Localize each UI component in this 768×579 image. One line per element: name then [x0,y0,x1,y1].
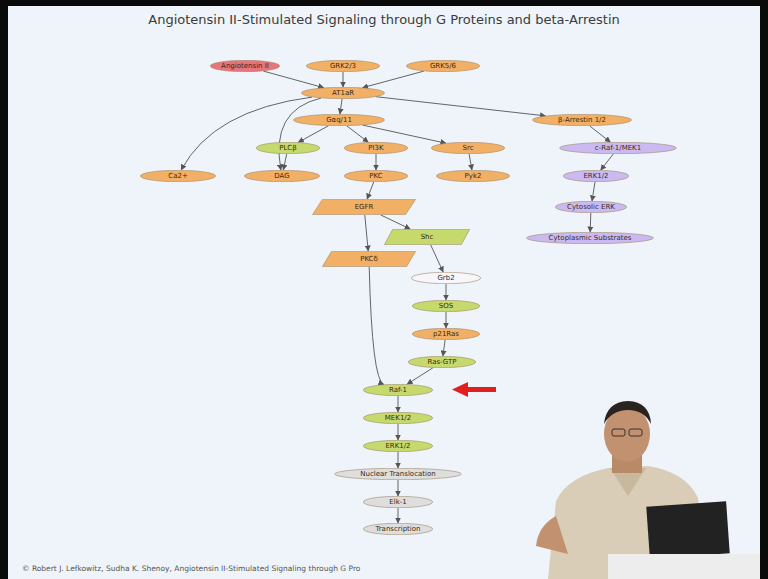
node-label: SOS [439,303,453,310]
node-label: Shc [421,234,434,241]
oval-node: Angiotensin II [210,60,280,72]
pathway-arrow [363,71,424,88]
oval-node: PI3K [344,142,408,154]
pathway-arrow [369,267,384,385]
node-label: β-Arrestin 1/2 [558,117,606,124]
pathway-arrow [590,213,592,232]
oval-node: Src [431,142,505,154]
oval-node: ERK1/2 [563,170,629,182]
pathway-arrow [283,154,286,170]
oval-node: GRK5/6 [406,60,480,72]
pathway-arrow [407,368,433,384]
oval-node: DAG [244,170,320,182]
node-label: Pyk2 [465,173,482,180]
node-label: ERK1/2 [385,443,410,450]
node-label: MEK1/2 [385,415,411,422]
lecturer-figure [536,401,760,579]
pathway-arrow [398,424,399,440]
oval-node: Ras-GTP [408,356,476,368]
node-label: EGFR [355,204,374,211]
node-label: Cytosolic ERK [567,204,615,211]
oval-node: SOS [412,300,480,312]
node-label: Raf-1 [389,387,407,394]
oval-node: Raf-1 [363,384,433,396]
pathway-arrow [298,126,328,143]
node-label: GRK5/6 [430,63,456,70]
oval-node: ERK1/2 [363,440,433,452]
citation-caption: © Robert J. Lefkowitz, Sudha K. Shenoy, … [22,564,360,573]
node-label: p21Ras [433,331,459,338]
node-label: Gαq/11 [326,117,352,124]
pathway-arrow [363,125,446,143]
pathway-arrow [592,182,595,201]
pathway-arrow [398,508,399,523]
oval-node: Transcription [363,523,433,535]
oval-node: Ca2+ [140,170,216,182]
pathway-arrow [340,99,342,114]
oval-node: Gαq/11 [293,114,385,126]
pointer-arrow [452,382,496,397]
pathway-arrow [181,97,312,170]
oval-node: Pyk2 [436,170,510,182]
slide-background: Angiotensin II-Stimulated Signaling thro… [8,6,760,579]
oval-node: MEK1/2 [363,412,433,424]
pathway-arrow [279,98,321,170]
node-label: PKC [369,173,382,180]
node-label: Nuclear Translocation [360,471,435,478]
parallelogram-node: PKCδ [322,251,416,267]
oval-node: Cytosolic ERK [555,201,627,213]
node-label: ERK1/2 [583,173,608,180]
oval-node: Nuclear Translocation [334,468,462,480]
oval-node: Cytoplasmic Substrates [526,232,654,244]
pathway-arrow [398,452,399,468]
pathway-arrow [365,215,368,251]
oval-node: β-Arrestin 1/2 [532,114,632,126]
pathway-arrow [443,340,445,356]
node-label: GRK2/3 [330,63,356,70]
pathway-arrow [347,126,369,142]
oval-node: Elk-1 [363,496,433,508]
node-label: Angiotensin II [221,63,269,70]
pathway-arrow [446,284,447,300]
oval-node: c-Raf-1/MEK1 [559,142,677,154]
pathway-arrow [343,72,344,87]
oval-node: PLCβ [256,142,320,154]
node-label: Grb2 [437,275,454,282]
pathway-arrow [381,215,410,229]
node-label: PI3K [368,145,383,152]
node-label: Cytoplasmic Substrates [549,235,632,242]
pathway-arrow [376,154,377,170]
oval-node: AT1aR [301,87,385,99]
oval-node: Grb2 [411,272,481,284]
slide-title: Angiotensin II-Stimulated Signaling thro… [8,12,760,27]
node-label: Ras-GTP [427,359,456,366]
pathway-arrow [398,396,399,412]
pathway-arrow [264,71,324,88]
pathway-arrow [446,312,447,328]
oval-node: GRK2/3 [306,60,380,72]
node-label: PLCβ [279,145,296,152]
parallelogram-node: Shc [384,229,470,245]
pathway-arrow [376,97,546,116]
node-label: Transcription [375,526,420,533]
node-label: AT1aR [332,90,354,97]
node-label: PKCδ [360,256,378,263]
pathway-arrow [469,154,472,170]
node-label: Ca2+ [168,173,188,180]
node-label: Src [462,145,473,152]
pathway-arrow [367,182,374,199]
pathway-arrow [590,126,611,142]
parallelogram-node: EGFR [312,199,416,215]
pathway-arrow [601,154,614,170]
node-label: DAG [274,173,289,180]
oval-node: PKC [344,170,408,182]
oval-node: p21Ras [412,328,480,340]
pathway-arrow [431,245,444,272]
node-label: c-Raf-1/MEK1 [595,145,641,152]
pathway-arrow [398,480,399,496]
node-label: Elk-1 [389,499,406,506]
